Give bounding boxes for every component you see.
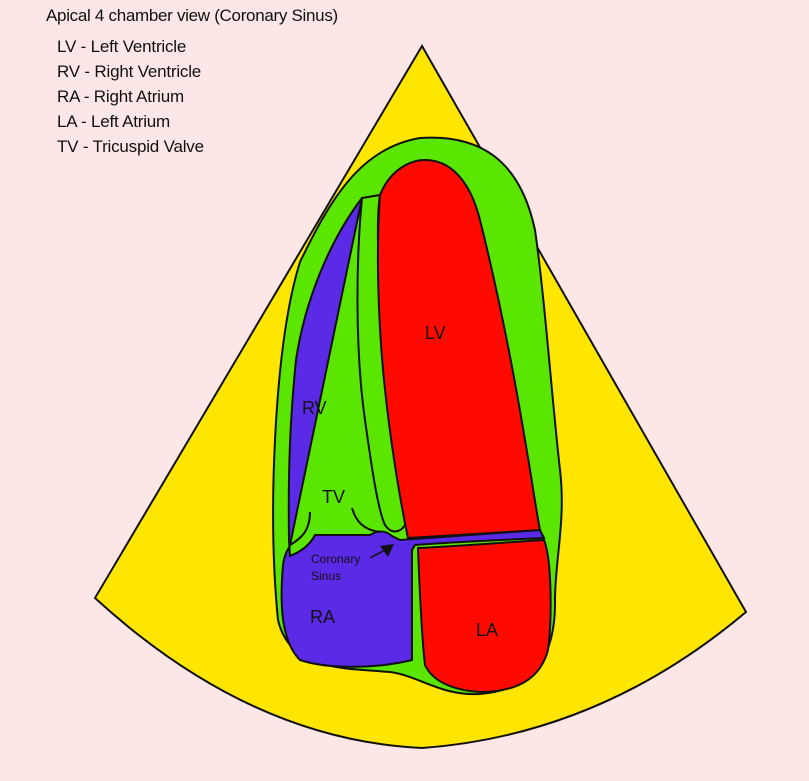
coronary-sinus-arrow-line: [369, 549, 386, 559]
legend-item-la: LA - Left Atrium: [57, 112, 171, 131]
label-la: LA: [476, 620, 498, 640]
diagram-title: Apical 4 chamber view (Coronary Sinus): [46, 6, 338, 25]
label-rv: RV: [302, 398, 327, 418]
label-coronary-sinus-1: Coronary: [311, 552, 360, 566]
legend-item-ra: RA - Right Atrium: [57, 87, 184, 106]
left-ventricle: [376, 158, 542, 540]
left-atrium: [416, 538, 552, 694]
coronary-sinus-arrowhead: [380, 544, 394, 557]
legend: LV - Left Ventricle RV - Right Ventricle…: [57, 36, 204, 161]
tricuspid-leaflet-right: [351, 507, 381, 533]
legend-item-rv: RV - Right Ventricle: [57, 62, 202, 81]
right-ventricle: [280, 197, 546, 668]
legend-item-tv: TV - Tricuspid Valve: [57, 137, 204, 156]
label-tv: TV: [322, 487, 345, 507]
label-coronary-sinus-2: Sinus: [311, 569, 341, 583]
legend-item-lv: LV - Left Ventricle: [57, 37, 187, 56]
label-ra: RA: [310, 607, 335, 627]
label-lv: LV: [425, 323, 446, 343]
tricuspid-leaflet-left: [289, 511, 311, 546]
